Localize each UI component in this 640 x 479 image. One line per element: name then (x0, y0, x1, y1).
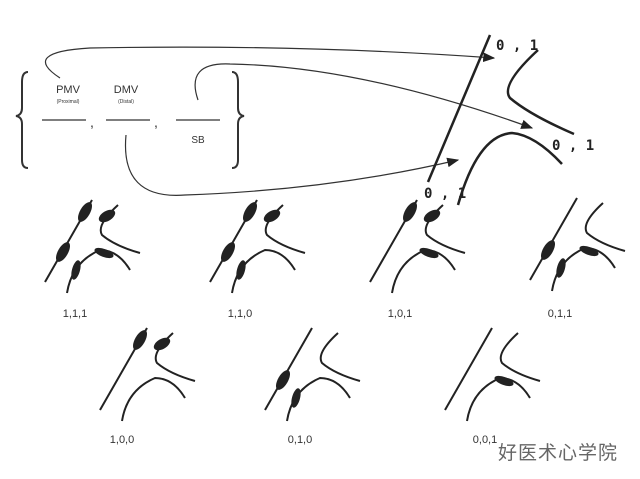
distal-lesion (71, 260, 81, 280)
dmv-label: DMV (114, 84, 139, 96)
separator: , (90, 114, 94, 130)
proximal-lesion (263, 209, 281, 223)
main-vessel (426, 34, 492, 183)
bifurcation-schema (426, 34, 575, 206)
medina-class-label: 1,0,1 (388, 308, 412, 320)
main-vessel (529, 197, 578, 281)
pmv-arrow (45, 46, 496, 79)
separator: , (154, 114, 158, 130)
distal-lesion (291, 388, 301, 408)
medina-class-diagram (264, 327, 361, 422)
distal-lesion (236, 260, 246, 280)
upper-branch (499, 332, 541, 382)
main-vessel (264, 327, 313, 411)
distal-lesion (276, 370, 290, 390)
medina-class-label: 0,1,1 (548, 308, 572, 320)
medina-class-diagram (444, 327, 541, 422)
formula: PMV (Proximal) , DMV (Distal) , SB (15, 71, 245, 169)
medina-class-diagram (44, 199, 141, 294)
right-brace (231, 71, 245, 169)
lower-branch (466, 376, 531, 422)
proximal-lesion (133, 330, 147, 350)
side-branch-lesion (579, 245, 599, 257)
arrows (45, 46, 534, 196)
proximal-lesion (243, 202, 257, 222)
distal-lesion (541, 240, 556, 260)
upper-branch (584, 202, 626, 252)
proximal-lesion (403, 202, 417, 222)
main-vessel (444, 327, 493, 411)
upper-branch (506, 49, 575, 136)
dmv-sublabel: (Distal) (118, 99, 134, 105)
side-branch-lesion (419, 247, 439, 259)
left-brace (15, 71, 29, 169)
proximal-lesion (153, 337, 171, 351)
medina-class-label: 1,1,0 (228, 308, 252, 320)
schema-label-proximal: 0 , 1 (496, 38, 538, 54)
medina-class-diagram (529, 197, 626, 292)
dmv-arrow (124, 134, 460, 196)
medina-class-label: 0,1,0 (288, 434, 312, 446)
pmv-sublabel: (Proximal) (57, 99, 80, 105)
sb-arrow (194, 63, 534, 129)
medina-classes: 1,1,1 1,1,0 1,0,1 0,1,1 1,0,0 0,1,0 0,0,1 (44, 197, 626, 446)
lower-branch (391, 248, 456, 294)
distal-lesion (221, 242, 235, 262)
proximal-lesion (98, 209, 116, 223)
medina-class-diagram (369, 199, 466, 294)
medina-class-label: 1,0,0 (110, 434, 134, 446)
side-branch-lesion (494, 375, 514, 387)
side-branch-lesion (94, 247, 114, 259)
distal-lesion (556, 258, 566, 278)
pmv-label: PMV (56, 84, 81, 96)
medina-class-label: 1,1,1 (63, 308, 87, 320)
schema-label-side-branch: 0 , 1 (552, 138, 594, 154)
medina-class-diagram (99, 327, 196, 422)
schema-label-distal: 0 , 1 (424, 186, 466, 202)
proximal-lesion (78, 202, 92, 222)
proximal-lesion (423, 209, 441, 223)
lower-branch (121, 376, 186, 422)
distal-lesion (56, 242, 70, 262)
lower-branch (456, 131, 563, 206)
watermark: 好医术心学院 (498, 442, 619, 464)
sb-label: SB (191, 135, 205, 146)
medina-class-label: 0,0,1 (473, 434, 497, 446)
upper-branch (319, 332, 361, 382)
medina-class-diagram (209, 199, 306, 294)
